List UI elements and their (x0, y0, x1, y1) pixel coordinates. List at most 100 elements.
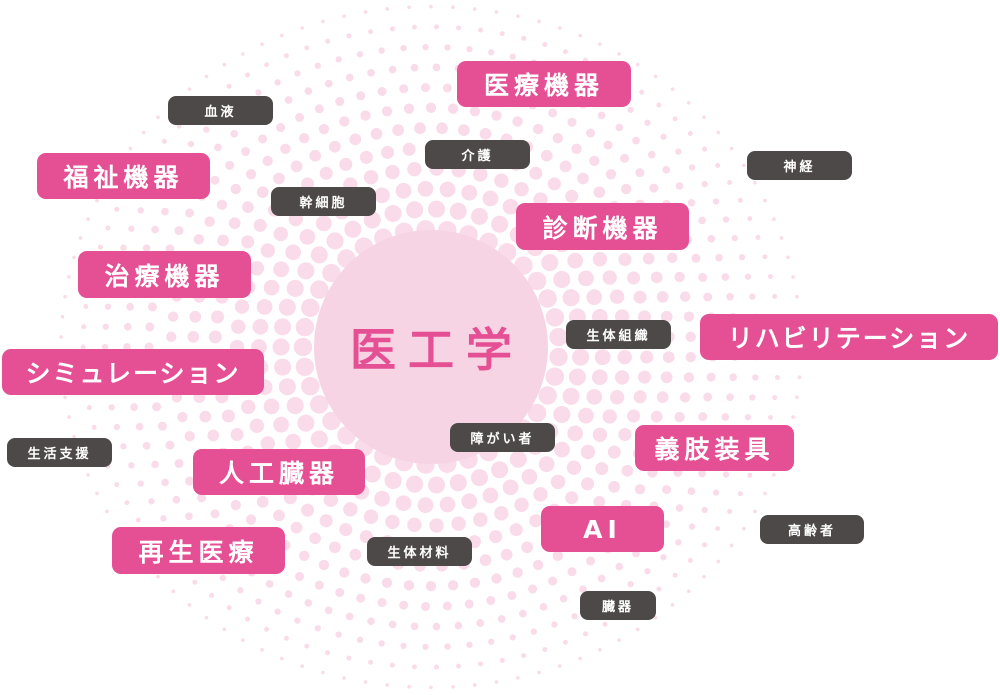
background-dot (83, 303, 89, 309)
background-dot (385, 514, 400, 530)
background-dot (621, 183, 632, 195)
background-dot (469, 106, 481, 117)
background-dot (310, 246, 328, 264)
background-dot (586, 556, 595, 566)
background-dot (300, 26, 304, 30)
background-dot (538, 456, 555, 472)
background-dot (381, 145, 395, 159)
background-dot (290, 521, 303, 534)
background-dot (128, 225, 135, 232)
background-dot (374, 187, 390, 204)
background-dot (702, 146, 708, 152)
background-dot (325, 38, 331, 44)
background-dot (145, 322, 155, 332)
background-dot (551, 621, 558, 628)
background-dot (627, 581, 634, 588)
background-dot (578, 33, 582, 38)
background-dot (729, 543, 734, 548)
background-dot (295, 357, 315, 377)
background-dot (578, 656, 582, 661)
background-dot (407, 684, 411, 689)
background-dot (60, 314, 65, 319)
background-dot (488, 49, 495, 56)
background-dot (81, 324, 87, 330)
secondary-tag: 幹細胞 (271, 187, 376, 216)
background-dot (572, 348, 590, 366)
background-dot (278, 298, 296, 316)
background-dot (301, 503, 315, 517)
background-dot (447, 103, 459, 114)
background-dot (451, 684, 455, 689)
background-dot (538, 386, 557, 405)
background-dot (577, 172, 589, 185)
background-dot (656, 391, 669, 403)
background-dot (294, 70, 301, 77)
background-dot (161, 478, 169, 487)
background-dot (406, 475, 424, 493)
background-dot (114, 482, 120, 488)
background-dot (562, 387, 580, 405)
background-dot (509, 53, 516, 60)
background-dot (349, 548, 362, 561)
background-dot (273, 416, 289, 433)
background-dot (527, 403, 547, 423)
background-dot (737, 491, 743, 497)
background-dot (627, 271, 641, 285)
background-dot (432, 63, 441, 72)
background-dot (345, 612, 354, 621)
background-dot (241, 52, 245, 56)
background-dot (571, 143, 582, 154)
background-dot (242, 201, 254, 213)
background-dot (442, 83, 452, 93)
background-dot (421, 83, 431, 93)
background-dot (494, 173, 509, 188)
secondary-tag: 臓器 (580, 591, 656, 620)
background-dot (304, 87, 313, 95)
background-dot (737, 197, 743, 203)
background-dot (752, 374, 759, 381)
background-dot (602, 270, 617, 285)
background-dot (72, 255, 76, 260)
background-dot (263, 279, 280, 296)
background-dot (763, 491, 767, 496)
background-dot (685, 331, 696, 343)
background-dot (256, 495, 269, 508)
background-dot (703, 392, 713, 402)
background-dot (425, 102, 437, 113)
background-dot (656, 291, 669, 303)
background-dot (567, 252, 584, 269)
background-dot (594, 349, 611, 365)
background-dot (530, 628, 537, 635)
background-dot (389, 662, 395, 668)
background-dot (245, 616, 251, 622)
background-dot (204, 74, 209, 79)
background-dot (685, 351, 696, 363)
background-dot (595, 462, 609, 476)
background-dot (470, 207, 488, 225)
background-dot (260, 243, 275, 258)
background-dot (363, 509, 379, 524)
background-dot (568, 368, 586, 386)
background-dot (174, 226, 184, 236)
background-dot (310, 430, 328, 448)
background-dot (385, 683, 390, 687)
background-dot (407, 517, 422, 533)
background-dot (644, 119, 651, 126)
background-dot (715, 162, 721, 168)
background-dot (299, 229, 316, 245)
background-dot (637, 370, 652, 384)
background-dot (263, 398, 280, 415)
background-dot (345, 73, 354, 82)
background-dot (434, 664, 440, 670)
background-dot (618, 252, 632, 266)
background-dot (715, 253, 723, 262)
background-dot (466, 641, 473, 648)
background-dot (339, 116, 350, 127)
background-dot (491, 461, 509, 479)
secondary-tag: 生活支援 (7, 438, 112, 467)
background-dot (230, 428, 244, 442)
background-dot (249, 418, 265, 433)
background-dot (427, 200, 446, 218)
background-dot (470, 469, 488, 487)
background-dot (272, 338, 290, 356)
